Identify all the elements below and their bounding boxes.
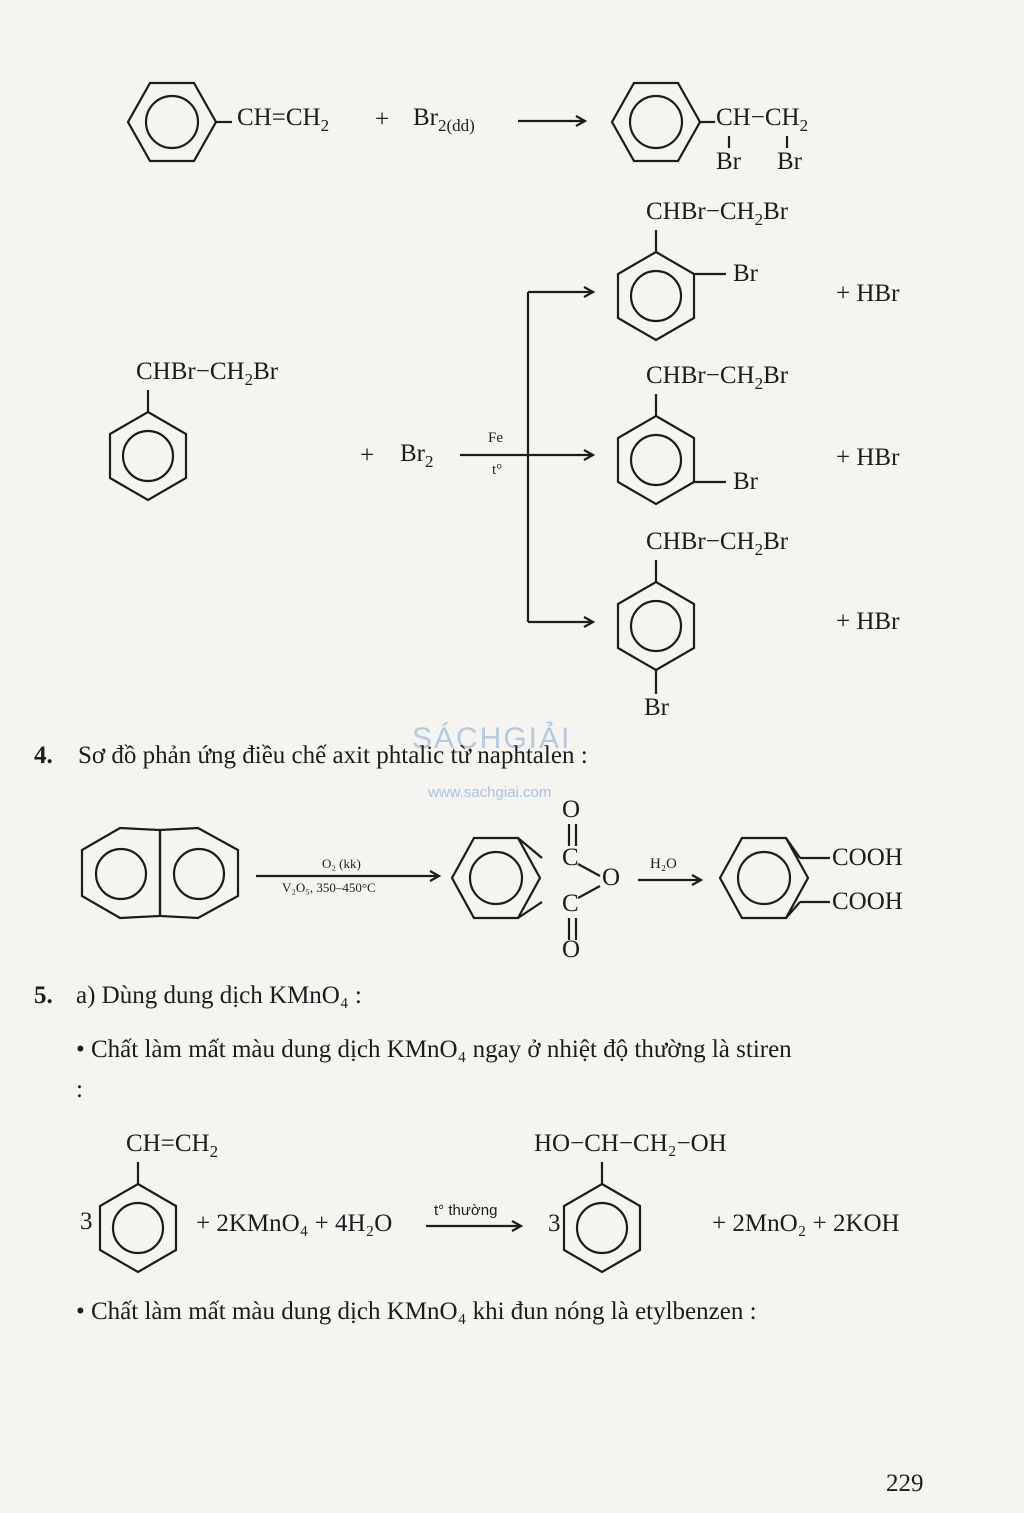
subsection-heading: a) Dùng dung dịch KMnO₄ :: [76, 982, 362, 1009]
anhydride-bonds: [577, 863, 601, 899]
carboxyl-group: COOH: [832, 888, 903, 915]
branching-arrows: [460, 286, 596, 628]
carbonyl-carbon: C: [562, 890, 579, 917]
reaction-condition: t° thường: [434, 1202, 498, 1219]
meta-bromine: Br: [733, 468, 758, 495]
styrene-vinyl-group: CH=CH2: [126, 1130, 219, 1161]
watermark-logo: SÁCHGIẢI: [412, 722, 572, 755]
reagents: + 2KMnO₄ + 4H₂O: [196, 1210, 393, 1237]
bromine-water-reagent: Br2(dd): [413, 104, 475, 135]
section-number: 4.: [34, 742, 53, 769]
stoichiometric-coefficient: 3: [548, 1210, 561, 1237]
carbonyl-oxygen: O: [562, 936, 581, 963]
dibromide-chain: CH−CH2: [716, 104, 809, 135]
watermark-url: www.sachgiai.com: [428, 784, 552, 801]
benzene-ring-reactant: [108, 390, 188, 502]
benzene-ring-ortho: [616, 230, 726, 342]
hbr-byproduct: + HBr: [836, 280, 900, 307]
ortho-bromine: Br: [733, 260, 758, 287]
benzene-ring-styrene: [126, 81, 232, 163]
bullet-continuation: :: [76, 1076, 83, 1103]
bromine-reagent: Br2: [400, 440, 434, 471]
temperature-label: t°: [492, 462, 503, 478]
benzene-ring-dibromide: [610, 81, 715, 163]
ring-oxygen: O: [602, 864, 621, 891]
benzene-ring-styrene: [98, 1162, 178, 1274]
hbr-byproduct: + HBr: [836, 608, 900, 635]
product-side-chain: CHBr−CH2Br: [646, 528, 789, 559]
bromine-substituent: Br: [716, 148, 741, 175]
carbonyl-oxygen: O: [562, 796, 581, 823]
double-bond: [567, 824, 578, 846]
byproducts: + 2MnO₂ + 2KOH: [712, 1210, 900, 1237]
carbonyl-carbon: C: [562, 844, 579, 871]
hbr-byproduct: + HBr: [836, 444, 900, 471]
catalyst-label: Fe: [488, 430, 503, 446]
diol-chain: HO−CH−CH₂−OH: [534, 1130, 727, 1157]
section-number: 5.: [34, 982, 53, 1009]
reaction-arrow: [256, 870, 442, 882]
bond-lines: [727, 136, 789, 148]
benzene-ring-anhydride: [450, 836, 543, 920]
step2-reagent: H₂O: [650, 856, 677, 872]
step1-reagent: O₂ (kk): [322, 856, 361, 871]
section-heading: Sơ đồ phản ứng điều chế axit phtalic từ …: [78, 742, 588, 769]
double-bond: [567, 918, 578, 940]
plus-sign: +: [360, 442, 375, 469]
benzene-ring-phthalic-acid: [718, 836, 830, 920]
benzene-ring-para: [616, 560, 696, 694]
benzene-ring-diol: [562, 1162, 642, 1274]
reaction-arrow: [426, 1220, 524, 1232]
reaction-arrow: [518, 115, 588, 127]
product-side-chain: CHBr−CH2Br: [646, 198, 789, 229]
bullet-text: • Chất làm mất màu dung dịch KMnO₄ khi đ…: [76, 1298, 757, 1325]
bullet-text: • Chất làm mất màu dung dịch KMnO₄ ngay …: [76, 1036, 792, 1063]
bromine-substituent: Br: [777, 148, 802, 175]
carboxyl-group: COOH: [832, 844, 903, 871]
product-side-chain: CHBr−CH2Br: [646, 362, 789, 393]
step1-catalyst: V₂O₅, 350–450°C: [282, 880, 376, 895]
plus-sign: +: [375, 106, 390, 133]
page-number: 229: [886, 1470, 924, 1497]
stoichiometric-coefficient: 3: [80, 1208, 93, 1235]
para-bromine: Br: [644, 694, 669, 721]
benzene-ring-meta: [616, 394, 726, 506]
styrene-vinyl-group: CH=CH2: [237, 104, 330, 135]
naphthalene-structure: [80, 826, 240, 920]
reaction-arrow: [638, 874, 704, 886]
reactant-side-chain: CHBr−CH2Br: [136, 358, 279, 389]
